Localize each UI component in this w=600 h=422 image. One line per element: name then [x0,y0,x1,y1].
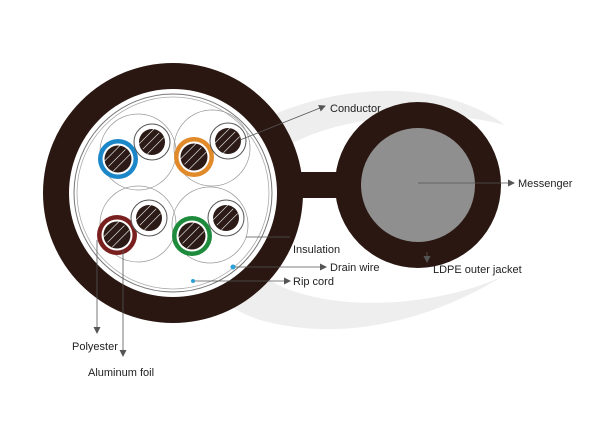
conductor-core [103,221,131,249]
rip-cord-label: Rip cord [293,276,334,288]
twisted-pair [98,113,177,191]
conductor-core [136,205,162,231]
leader-lines [93,104,515,357]
twisted-pair [171,186,249,264]
polyester-ring [76,96,270,290]
pair-boundary [171,186,249,264]
conductor-core [213,205,239,231]
twisted-pair [97,185,177,263]
conductor-core [180,143,208,171]
messenger-label: Messenger [518,178,573,190]
aluminum-foil-ring [73,93,273,293]
insulation-label: Insulation [293,244,340,256]
rip-cord-marker [191,279,195,283]
twisted-pair [173,109,251,187]
ldpe-outer-jacket-label: LDPE outer jacket [433,264,522,276]
drain-wire-marker [230,264,236,270]
inner-area [69,89,277,297]
conductor-core [178,222,206,250]
conductor-leader [239,104,326,141]
conductor-core [215,128,241,154]
drain-wire-label: Drain wire [330,262,380,274]
pair-boundary [173,109,251,187]
labels: Conductor Messenger Insulation Drain wir… [72,103,573,379]
conductor-core [139,129,165,155]
messenger-strand [285,102,501,268]
conductor-core [104,145,132,173]
twisted-pairs [97,109,251,264]
polyester-label: Polyester [72,341,118,353]
main-cable [43,63,303,323]
aluminum-foil-label: Aluminum foil [88,367,154,379]
messenger-core [361,128,475,242]
conductor-label: Conductor [330,103,381,115]
